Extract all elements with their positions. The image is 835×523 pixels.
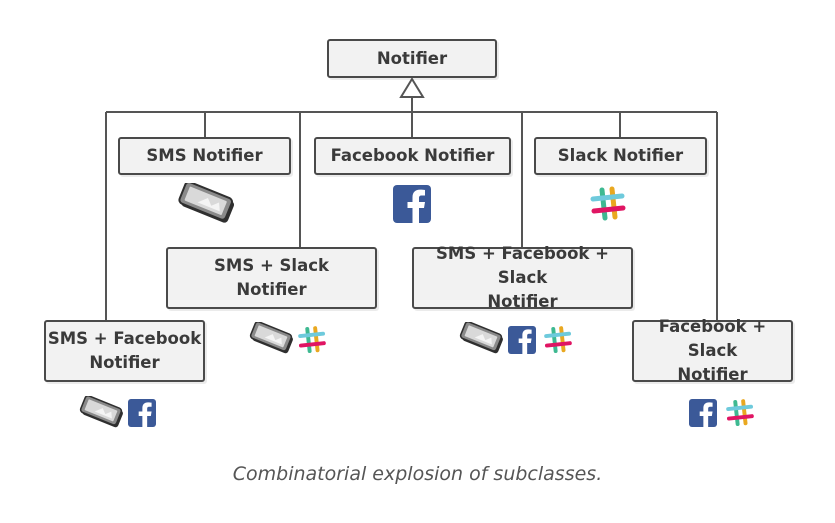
phone-icon — [459, 322, 503, 354]
class-sms-facebook-slack-notifier[interactable]: SMS + Facebook + Slack Notifier — [412, 244, 633, 311]
class-sms-slack-notifier[interactable]: SMS + Slack Notifier — [166, 247, 377, 309]
class-slack-notifier[interactable]: Slack Notifier — [534, 137, 707, 175]
facebook-icon — [128, 399, 156, 427]
class-label-line-1: SMS + Facebook — [47, 329, 202, 348]
class-label-line-1: SMS + Facebook + Slack — [436, 244, 609, 287]
class-label: Notifier — [376, 48, 448, 68]
class-label: Facebook Notifier — [330, 146, 495, 165]
class-facebook-slack-notifier[interactable]: Facebook + Slack Notifier — [632, 317, 793, 384]
class-notifier[interactable]: Notifier — [327, 39, 497, 78]
phone-icon — [178, 183, 235, 223]
phone-icon — [79, 396, 123, 428]
slack-icon — [298, 326, 326, 354]
class-label-line-1: SMS + Slack — [214, 256, 329, 275]
class-sms-notifier[interactable]: SMS Notifier — [118, 137, 291, 175]
slack-icon — [726, 399, 754, 427]
class-label-line-2: Notifier — [89, 353, 160, 372]
facebook-icon — [393, 185, 431, 223]
class-facebook-notifier[interactable]: Facebook Notifier — [314, 137, 511, 175]
class-label: Slack Notifier — [557, 146, 684, 165]
class-label: SMS Notifier — [146, 146, 263, 165]
facebook-icon — [689, 399, 717, 427]
class-label-line-1: Facebook + Slack — [658, 317, 767, 360]
class-label-line-2: Notifier — [487, 292, 558, 311]
facebook-icon — [508, 326, 536, 354]
diagram-caption: Combinatorial explosion of subclasses. — [232, 463, 603, 485]
class-label-line-2: Notifier — [236, 280, 307, 299]
phone-icon — [249, 322, 293, 354]
slack-icon — [544, 326, 572, 354]
class-sms-facebook-notifier[interactable]: SMS + Facebook Notifier — [44, 320, 205, 382]
slack-icon — [590, 186, 626, 221]
class-label-line-2: Notifier — [677, 365, 748, 384]
inheritance-arrowhead — [399, 77, 425, 98]
